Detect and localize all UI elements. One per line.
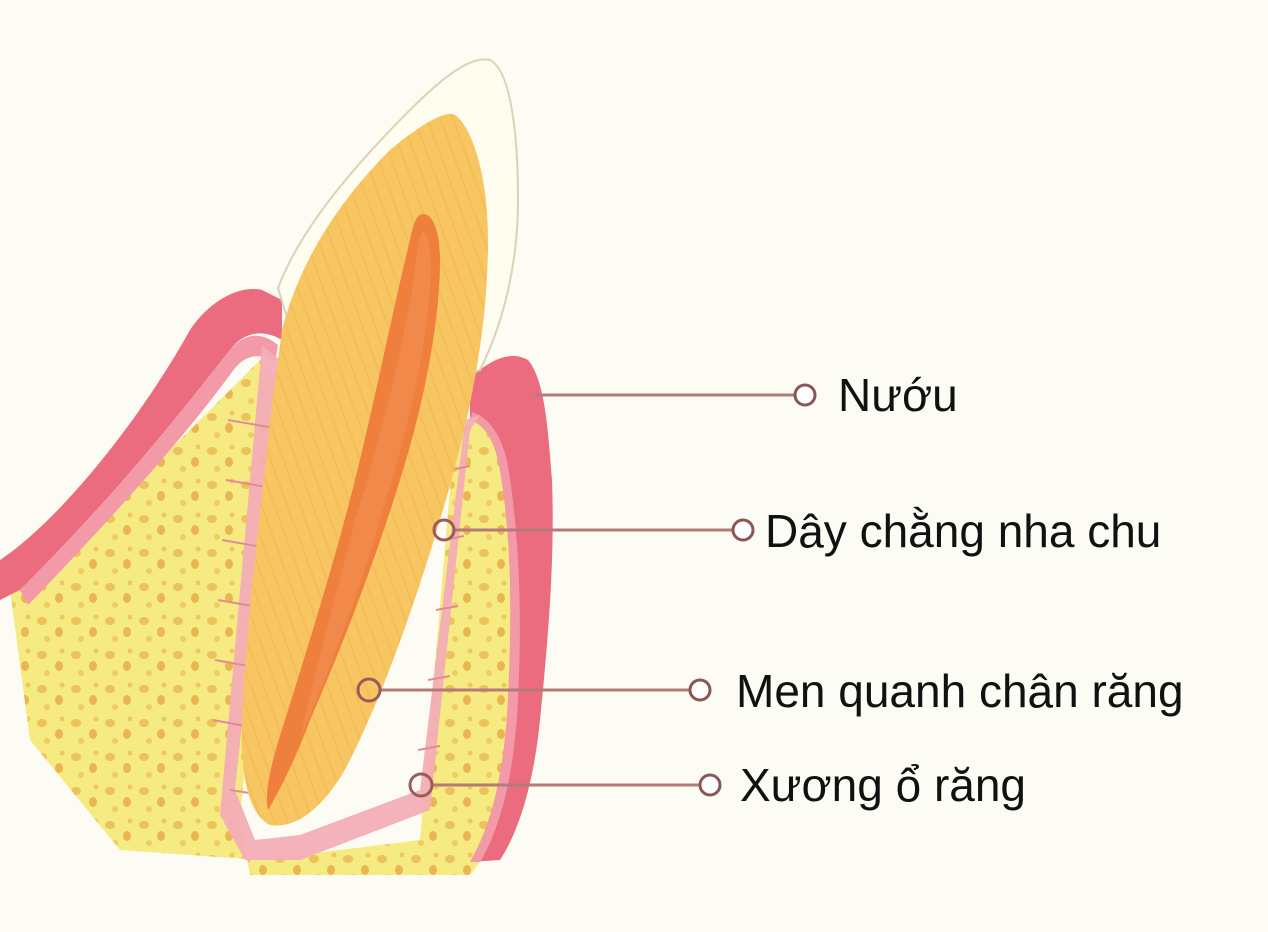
gum-left-shape (0, 289, 282, 600)
marker-ligament-label (731, 518, 755, 542)
gum-right-inner (470, 412, 520, 862)
structure-markers (356, 518, 456, 798)
label-alveolar-bone: Xương ổ răng (740, 759, 1027, 811)
marker-bone-structure (408, 772, 434, 798)
pulp-core (300, 232, 431, 740)
pulp-shape (266, 214, 440, 811)
gum-left-inner (20, 335, 278, 605)
label-markers (688, 383, 817, 797)
marker-ligament-structure (432, 518, 456, 542)
leader-lines (380, 393, 795, 787)
marker-gum-label (793, 383, 817, 407)
ligament-fibers (212, 419, 471, 796)
label-periodontal-ligament: Dây chằng nha chu (765, 505, 1162, 557)
label-gum: Nướu (838, 369, 958, 421)
marker-bone-label (698, 773, 722, 797)
label-root-cementum: Men quanh chân răng (736, 665, 1184, 717)
alveolar-bone-shape (10, 360, 520, 875)
marker-cementum-structure (356, 677, 382, 703)
marker-cementum-label (688, 678, 712, 702)
